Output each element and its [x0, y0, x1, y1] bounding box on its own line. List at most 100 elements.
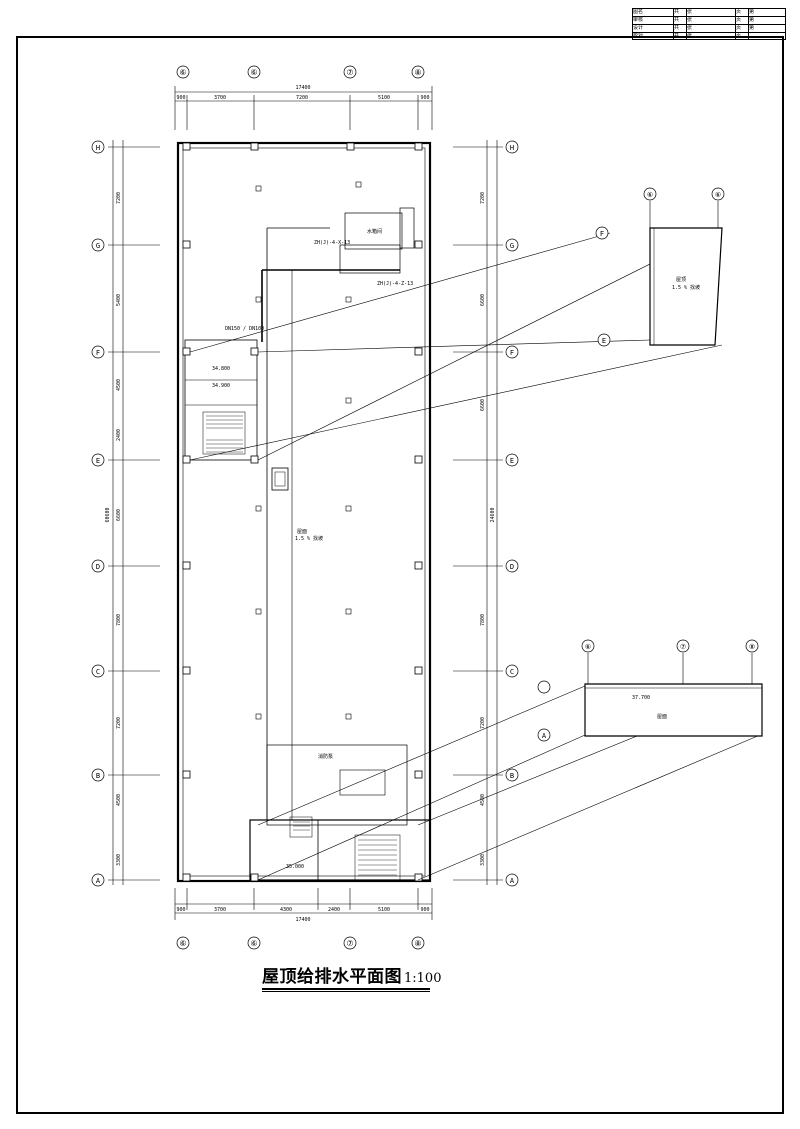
title-block-cell: 张 [687, 17, 736, 24]
dim-text: 7200 [296, 95, 308, 101]
dim-text: 7200 [480, 717, 486, 729]
dim-text: 7800 [480, 614, 486, 626]
row-axis-lines [108, 146, 503, 881]
dim-text: 3700 [214, 95, 226, 101]
axis-label: ⑥ [715, 191, 721, 199]
axis-label: D [510, 563, 514, 571]
dim-text: 900 [420, 95, 429, 101]
dimension-texts: 17400 900 3700 7200 5100 900 900 3700 43… [176, 85, 429, 923]
title-block-cell: 第 [749, 17, 755, 23]
dim-text: 17400 [295, 917, 310, 923]
axis-label: ⑥ [179, 939, 186, 948]
title-block-cell: 共 [674, 25, 687, 32]
axis-label: F [96, 349, 100, 357]
axis-label: ⑦ [346, 939, 353, 948]
axis-label: ⑧ [749, 643, 755, 651]
elevation-label: 34.800 [212, 366, 230, 372]
dim-text: 4500 [116, 379, 122, 391]
detail-2-roof [584, 653, 763, 737]
dim-text: 5400 [116, 294, 122, 306]
roof-note: 1.5 % 找坡 [295, 535, 323, 542]
top-dimension-chain [174, 86, 433, 130]
roof-label: 屋面 [297, 529, 307, 535]
axis-label: ⑥ [179, 68, 186, 77]
title-underline [262, 988, 430, 990]
pipe-label: ZH(J)-4-Z-13 [377, 281, 413, 287]
axis-label: B [510, 772, 514, 780]
pipe-label: ZH(J)-4-X-13 [314, 240, 350, 246]
axis-label: D [96, 563, 100, 571]
axis-label: ⑦ [346, 68, 353, 77]
title-block-cell: 张 [687, 25, 736, 32]
dim-text: 2400 [116, 429, 122, 441]
title-block-cell: 页 [736, 17, 749, 24]
axis-label: G [510, 242, 514, 250]
detail-1-bubbles: ⑥ ⑥ F E [595, 187, 725, 347]
top-axis-bubbles: ⑥ ⑥ ⑦ ⑧ [176, 65, 425, 79]
bottom-dimension-chain [174, 888, 433, 920]
dim-text: 6600 [480, 399, 486, 411]
sheet-border [16, 36, 784, 1114]
axis-label: ⑥ [647, 191, 653, 199]
bottom-axis-bubbles: ⑥ ⑥ ⑦ ⑧ [176, 936, 425, 950]
axis-label: C [96, 668, 100, 676]
elevation-label: 34.900 [212, 383, 230, 389]
title-block-cell: 设计 [633, 25, 674, 32]
detail-elevation: 37.700 [632, 695, 650, 701]
dim-text: 4500 [480, 794, 486, 806]
title-block-cell: 图名 [633, 9, 674, 16]
dim-text: 6600 [116, 509, 122, 521]
dim-text: 900 [420, 907, 429, 913]
axis-label: F [510, 349, 514, 357]
left-axis-bubbles: H G F E D C B A [91, 140, 105, 887]
axis-label: F [600, 230, 604, 238]
axis-label: ⑥ [585, 643, 591, 651]
dim-text: 17400 [295, 85, 310, 91]
dim-text: 60600 [105, 507, 111, 522]
axis-label: H [510, 144, 514, 152]
axis-label: A [510, 877, 515, 885]
pipe-note: DN150 / DN100 [225, 326, 264, 332]
title-block-cell: 审核 [633, 17, 674, 24]
dim-text: 7200 [116, 192, 122, 204]
dim-text: 3700 [214, 907, 226, 913]
title-underline-thin [262, 991, 430, 992]
dim-text: 900 [176, 95, 185, 101]
title-block-cell: 页 [736, 25, 749, 32]
dim-text: 7800 [116, 614, 122, 626]
dim-text: 900 [176, 907, 185, 913]
axis-label: H [96, 144, 100, 152]
title-block-cell: 第 [749, 9, 755, 15]
detail-roof2-label: 屋面 [657, 714, 667, 720]
roof-drains [255, 181, 362, 720]
axis-label: ⑥ [250, 68, 257, 77]
title-block-cell: 共 [674, 17, 687, 24]
axis-label: ⑧ [414, 939, 421, 948]
dim-text: 2400 [328, 907, 340, 913]
axis-label: ⑦ [680, 643, 686, 651]
plan-labels: 屋面 1.5 % 找坡 水箱间 消防泵 34.800 34.900 35.000… [212, 228, 700, 870]
detail-2-bubbles: ⑥ ⑦ ⑧ A [537, 639, 759, 742]
dim-text: 7200 [480, 192, 486, 204]
title-block-row: 设计 共 张 页 第 [633, 25, 785, 33]
dim-text: 3300 [116, 854, 122, 866]
dim-text: 24600 [490, 507, 496, 522]
detail-roof-note: 1.5 % 找坡 [672, 284, 700, 291]
dim-text: 5100 [378, 907, 390, 913]
axis-label: A [542, 732, 547, 740]
title-block-cell: 页 [736, 9, 749, 16]
detail-1-tank-room [649, 201, 723, 346]
axis-label: A [96, 877, 101, 885]
stair-hatching [206, 415, 397, 876]
dim-text: 7200 [116, 717, 122, 729]
drawing-title-text: 屋顶给排水平面图 [262, 967, 402, 987]
drawing-scale: 1:100 [404, 971, 442, 986]
axis-label: B [96, 772, 100, 780]
dim-text: 3300 [480, 854, 486, 866]
dim-text: 6600 [480, 294, 486, 306]
dim-text: 4300 [280, 907, 292, 913]
axis-label: C [510, 668, 514, 676]
title-block-cell: 共 [674, 9, 687, 16]
